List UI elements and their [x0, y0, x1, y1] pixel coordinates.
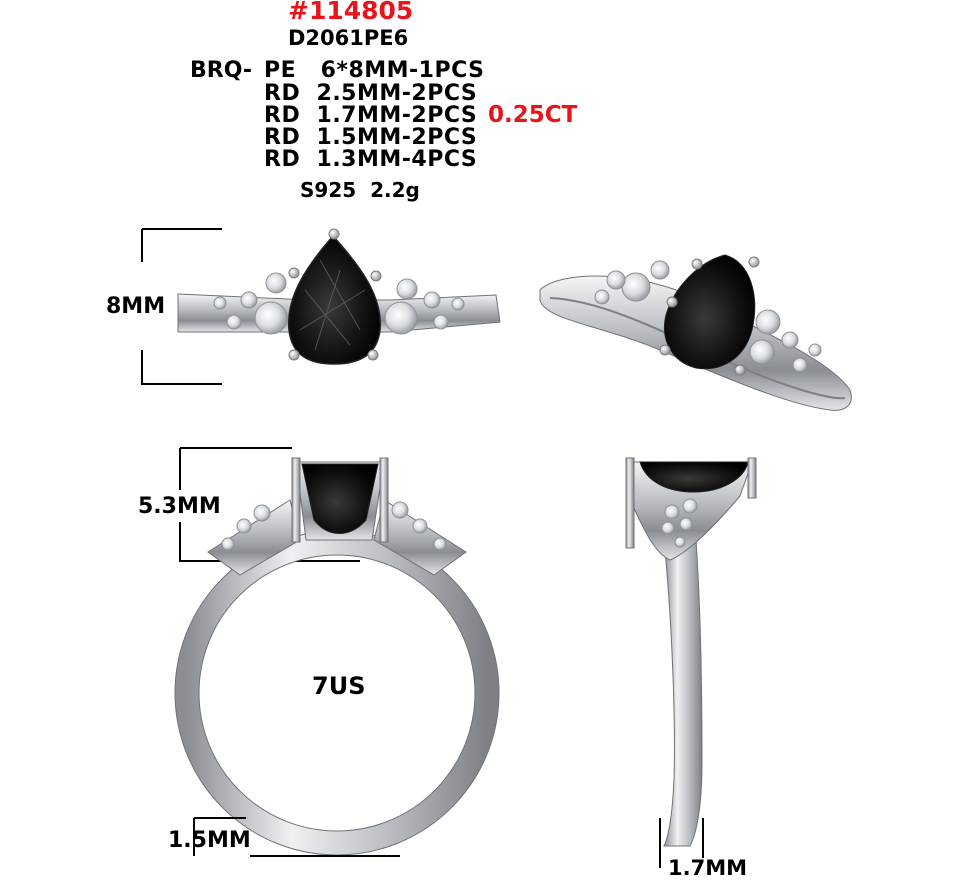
stone-spec-3: RD 1.7MM-2PCS [264, 103, 478, 128]
side-diamonds-front [221, 501, 447, 551]
side-diamonds-perspective [594, 260, 822, 373]
stone-spec-4: RD 1.5MM-2PCS [264, 125, 478, 150]
pear-stone-perspective [664, 254, 756, 370]
side-diamonds-side [661, 498, 698, 548]
rutile-inclusions-top [299, 259, 366, 351]
stones-prefix: BRQ- [190, 58, 252, 83]
dimension-label-8mm: 8MM [106, 294, 166, 319]
prongs-perspective [659, 256, 760, 376]
pear-stone-side [639, 461, 749, 493]
dimension-bracket-8mm [141, 228, 222, 385]
total-carat: 0.25CT [488, 102, 578, 128]
metal-weight: S925 2.2g [300, 178, 420, 202]
band-front-view [175, 531, 499, 855]
band-side-view [663, 539, 703, 847]
dimension-line-1-5mm-left [193, 817, 246, 856]
model-code: D2061PE6 [288, 26, 409, 50]
stone-spec-2: RD 2.5MM-2PCS [264, 81, 478, 106]
pear-stone-top [287, 234, 381, 365]
dimension-label-1-7mm: 1.7MM [668, 856, 747, 880]
item-number: #114805 [288, 0, 414, 25]
dimension-bracket-5-3mm [179, 447, 360, 562]
prongs-side [625, 457, 757, 549]
prongs-front [291, 457, 389, 543]
side-diamonds-right [384, 278, 465, 335]
top-view [141, 228, 501, 385]
perspective-view [539, 254, 852, 411]
prongs-top [288, 228, 382, 361]
pear-stone-front [301, 463, 379, 534]
stone-spec-5: RD 1.3MM-4PCS [264, 147, 478, 172]
dimension-label-1-5mm: 1.5MM [168, 828, 251, 853]
dimension-lines-1-7mm [659, 818, 704, 868]
stone-spec-1: PE 6*8MM-1PCS [264, 58, 485, 83]
side-view [625, 457, 757, 868]
dimension-label-5-3mm: 5.3MM [138, 494, 221, 519]
side-diamonds-left [213, 272, 288, 335]
ring-size-label: 7US [312, 672, 366, 700]
front-view [174, 447, 500, 857]
